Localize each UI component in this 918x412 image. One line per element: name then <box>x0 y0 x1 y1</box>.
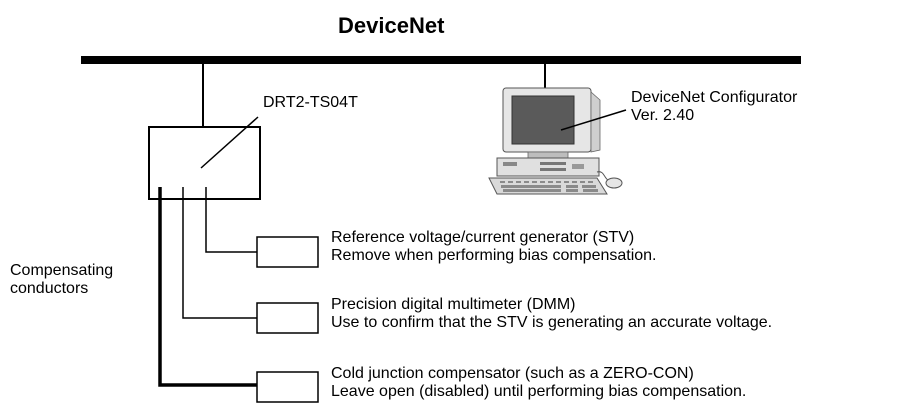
stv-name: Reference voltage/current generator (STV… <box>331 229 635 246</box>
compensating-conductors-line1: Compensating <box>10 262 114 279</box>
wire-to-zerocon <box>158 187 257 387</box>
stv-description: Reference voltage/current generator (STV… <box>331 229 657 265</box>
dmm-name: Precision digital multimeter (DMM) <box>331 296 576 313</box>
compensating-conductors-label: Compensating conductors <box>10 262 113 298</box>
dmm-description: Precision digital multimeter (DMM) Use t… <box>331 296 772 332</box>
unit-model-label: DRT2-TS04T <box>263 94 358 111</box>
configurator-name: DeviceNet Configurator <box>631 89 798 106</box>
pc-computer-icon <box>488 87 623 195</box>
zerocon-name: Cold junction compensator (such as a ZER… <box>331 365 694 382</box>
devicenet-trunk-line <box>81 56 801 64</box>
stv-note: Remove when performing bias compensation… <box>331 247 657 264</box>
wire-to-dmm <box>182 187 257 319</box>
stv-box <box>256 236 319 268</box>
wire-to-stv <box>205 187 257 253</box>
compensating-conductors-line2: conductors <box>10 280 89 297</box>
drt2-unit-box <box>148 126 261 200</box>
dmm-box <box>256 302 319 334</box>
configurator-label: DeviceNet Configurator Ver. 2.40 <box>631 89 797 125</box>
unit-leader-line <box>200 116 259 169</box>
zerocon-box <box>256 371 319 403</box>
diagram-title: DeviceNet <box>338 13 445 38</box>
configurator-version: Ver. 2.40 <box>631 107 695 124</box>
zerocon-note: Leave open (disabled) until performing b… <box>331 383 747 400</box>
dmm-note: Use to confirm that the STV is generatin… <box>331 314 773 331</box>
configurator-leader-line <box>560 109 627 131</box>
zerocon-description: Cold junction compensator (such as a ZER… <box>331 365 746 401</box>
